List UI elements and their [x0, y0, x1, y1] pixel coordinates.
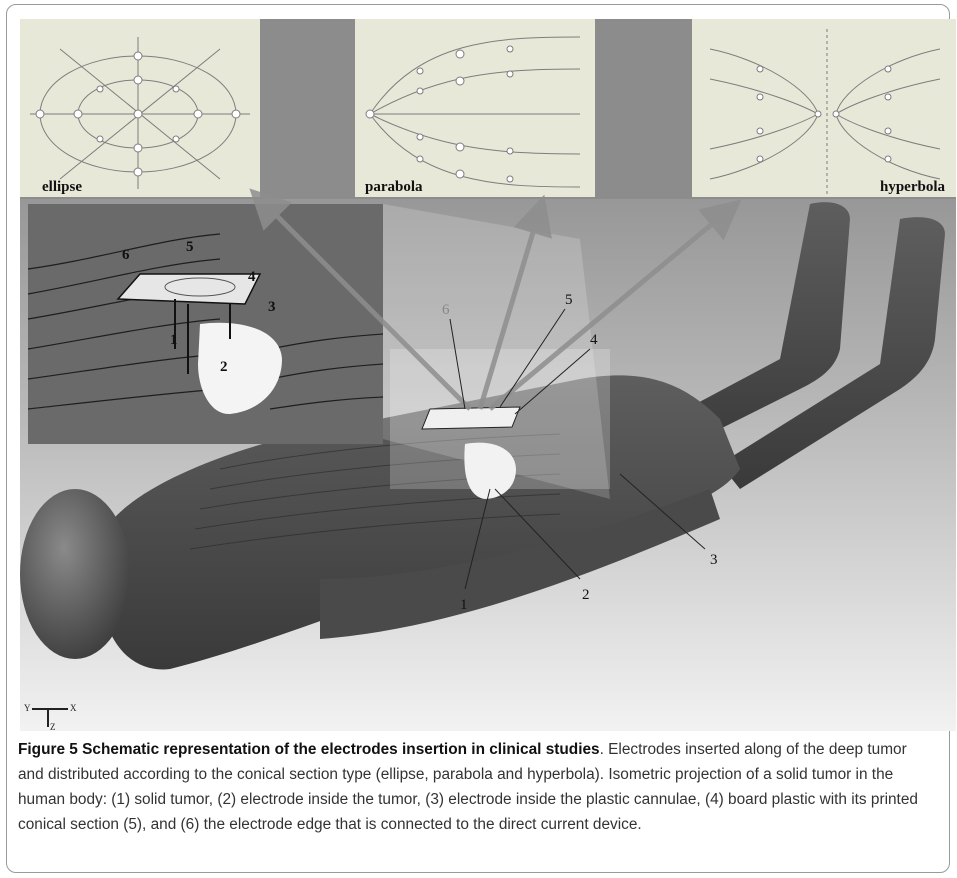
inset-label-5: 5 — [186, 239, 194, 255]
inset-label-2: 2 — [220, 359, 228, 375]
axis-x-label: X — [70, 703, 77, 713]
parabola-label: parabola — [365, 179, 423, 195]
inset-label-4: 4 — [248, 269, 256, 285]
zoom-inset — [28, 204, 383, 444]
label-5: 5 — [565, 292, 573, 308]
figure-caption: Figure 5 Schematic representation of the… — [18, 737, 936, 837]
inset-label-1: 1 — [170, 332, 178, 348]
label-1: 1 — [460, 597, 468, 613]
label-3: 3 — [710, 552, 718, 568]
figure-image: ellipse parabola hyperbola 1 2 3 4 5 6 6… — [20, 19, 957, 731]
label-4: 4 — [590, 332, 598, 348]
axis-z-label: Z — [50, 722, 56, 731]
inset-label-3: 3 — [268, 299, 276, 315]
ellipse-label: ellipse — [42, 179, 82, 195]
ellipse-panel — [20, 19, 260, 197]
parabola-panel — [355, 19, 595, 197]
caption-title: Figure 5 Schematic representation of the… — [18, 741, 600, 758]
inset-label-6: 6 — [122, 247, 130, 263]
axis-y-label: Y — [24, 703, 31, 713]
label-6: 6 — [442, 302, 450, 318]
hyperbola-label: hyperbola — [880, 179, 946, 195]
label-2: 2 — [582, 587, 590, 603]
hyperbola-panel — [692, 19, 956, 197]
